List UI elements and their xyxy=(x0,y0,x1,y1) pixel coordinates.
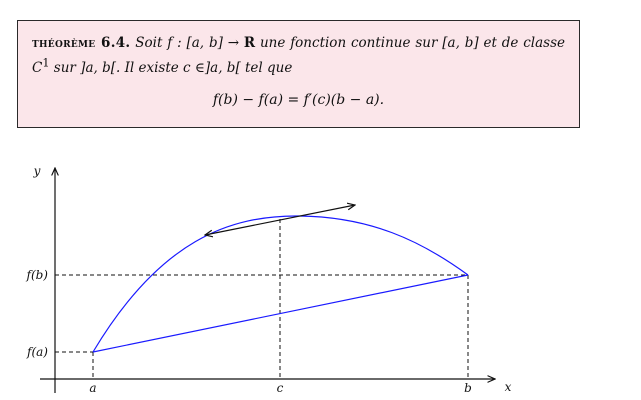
statement-part3: sur ]a, b[. Il existe c ∈]a, b[ tel que xyxy=(49,59,293,76)
theorem-label: théorème 6.4. xyxy=(32,35,131,51)
theorem-box: théorème 6.4. Soit f : [a, b] → R une fo… xyxy=(17,20,580,128)
fa-tick-label: f(a) xyxy=(26,345,48,359)
theorem-statement: théorème 6.4. Soit f : [a, b] → R une fo… xyxy=(32,33,565,78)
mean-value-formula: f(b) − f(a) = f′(c)(b − a). xyxy=(212,91,385,108)
b-tick-label: b xyxy=(464,381,472,395)
y-axis-label: y xyxy=(33,164,41,178)
secant-line xyxy=(92,274,469,353)
theorem-body: Soit f : [a, b] → R une fonction continu… xyxy=(32,35,565,76)
class-exponent: 1 xyxy=(42,56,50,69)
statement-part2: une fonction continue sur [a, b] et de c… xyxy=(255,35,565,51)
c-tick-label: c xyxy=(277,381,284,395)
reals-symbol: R xyxy=(243,35,256,51)
x-axis-label: x xyxy=(505,380,512,394)
statement-part1: Soit f : [a, b] → xyxy=(135,35,244,51)
class-symbol: C xyxy=(32,59,43,76)
mean-value-figure: y x f(b) f(a) a c b xyxy=(26,164,512,395)
fb-tick-label: f(b) xyxy=(26,268,49,282)
tangent-line xyxy=(205,205,355,235)
a-tick-label: a xyxy=(89,381,96,395)
